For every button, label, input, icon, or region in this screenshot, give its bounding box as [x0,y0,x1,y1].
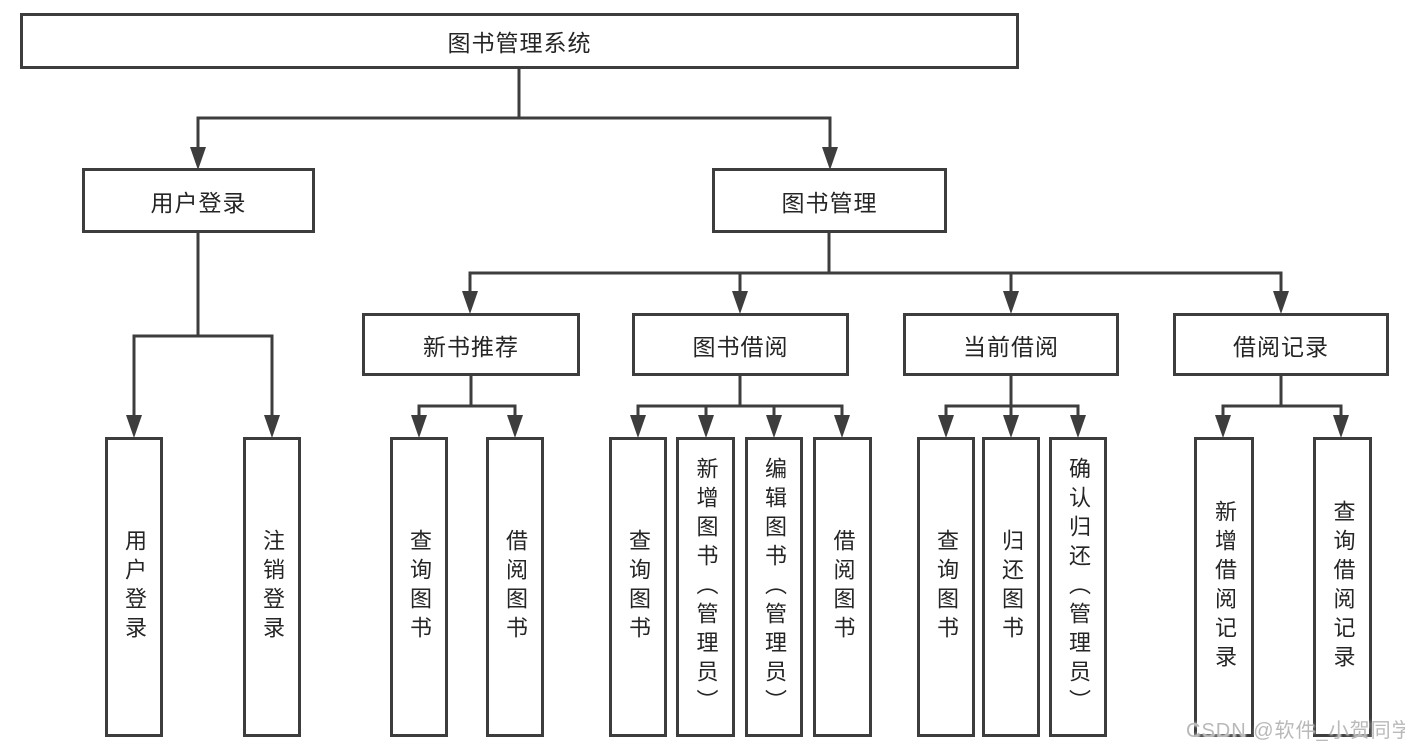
node-leaf-query-books-newbook: 查询图书 [390,437,448,737]
node-library-system: 图书管理系统 [20,13,1019,69]
node-leaf-add-borrow-record: 新增借阅记录 [1194,437,1254,737]
node-borrowing-records: 借阅记录 [1173,313,1389,376]
node-leaf-query-books-borrow: 查询图书 [609,437,667,737]
node-leaf-add-books-admin: 新增图书（管理员） [676,437,735,737]
node-leaf-borrow-books-newbook: 借阅图书 [486,437,544,737]
node-leaf-return-books: 归还图书 [982,437,1040,737]
node-leaf-query-borrow-record: 查询借阅记录 [1313,437,1372,737]
node-leaf-borrow-books: 借阅图书 [813,437,872,737]
node-current-borrowing: 当前借阅 [903,313,1119,376]
node-leaf-logout: 注销登录 [243,437,301,737]
node-leaf-edit-books-admin: 编辑图书（管理员） [745,437,803,737]
node-leaf-confirm-return-admin: 确认归还（管理员） [1049,437,1107,737]
node-new-book-recommend: 新书推荐 [362,313,580,376]
node-book-borrowing: 图书借阅 [632,313,849,376]
node-leaf-query-books-current: 查询图书 [917,437,975,737]
node-leaf-user-login: 用户登录 [105,437,163,737]
node-book-management: 图书管理 [712,168,947,233]
node-user-login: 用户登录 [82,168,315,233]
